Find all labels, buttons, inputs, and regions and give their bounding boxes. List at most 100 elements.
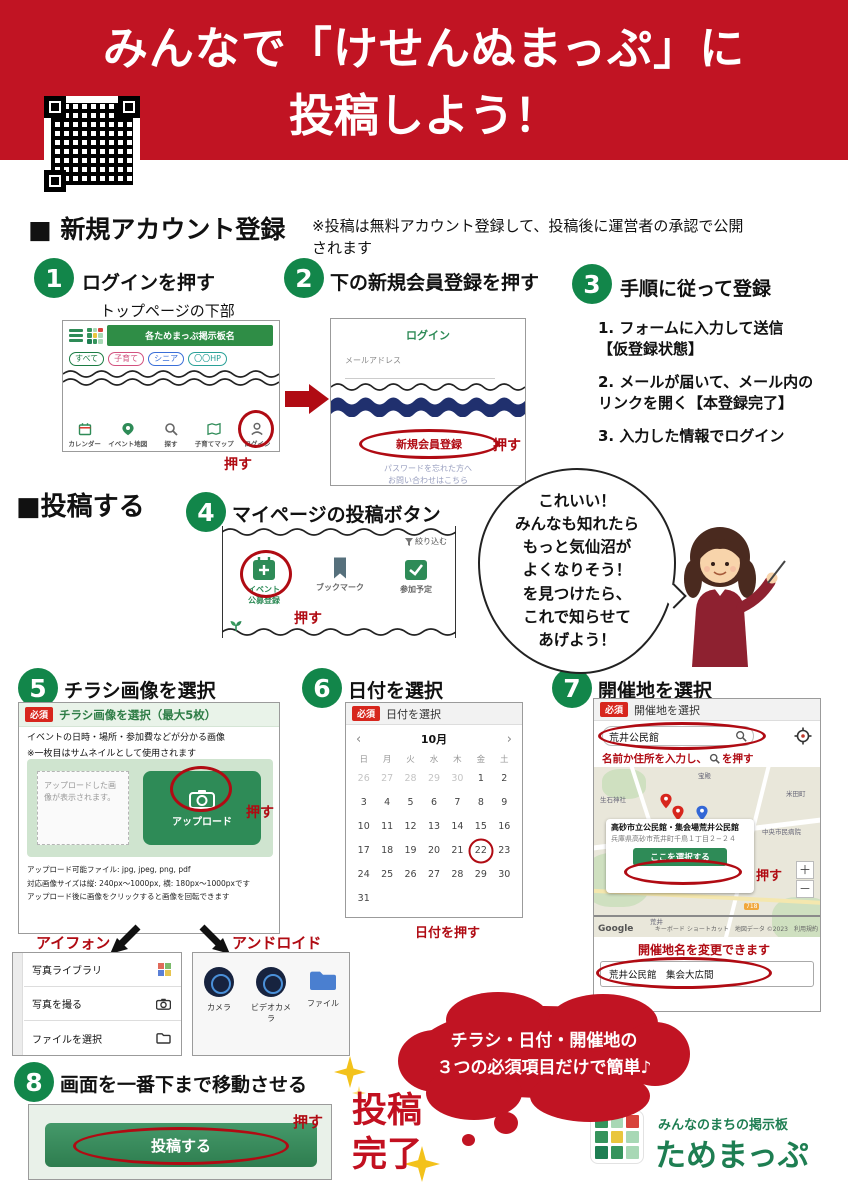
attend-button[interactable]: 参加予定: [385, 556, 447, 606]
menu-item-camera[interactable]: カメラ: [197, 967, 241, 1055]
calendar-day[interactable]: 26: [404, 869, 417, 880]
menu-item-choose-file[interactable]: ファイルを選択: [24, 1021, 181, 1055]
calendar-day[interactable]: 23: [498, 845, 511, 856]
speech-bubble: これいい！ みんなも知れたら もっと気仙沼が よくなりそう！ を見つけたら、 こ…: [478, 468, 676, 674]
zoom-in-button[interactable]: ＋: [796, 861, 814, 879]
register-note: ※投稿は無料アカウント登録して、投稿後に運営者の承認で公開 されます: [312, 217, 744, 257]
calendar-day[interactable]: 11: [381, 821, 394, 832]
required-badge: 必須: [352, 706, 381, 721]
calendar-day[interactable]: 12: [404, 821, 417, 832]
map-icon: [207, 422, 221, 436]
calendar-day[interactable]: 5: [407, 797, 414, 808]
prev-month-button[interactable]: ‹: [356, 731, 362, 747]
iphone-menu: 写真ライブラリ 写真を撮る ファイルを選択: [12, 952, 182, 1056]
calendar-day[interactable]: 14: [451, 821, 464, 832]
register-link[interactable]: 新規会員登録: [396, 438, 462, 451]
upload-preview-box: アップロードした画像が表示されます。: [37, 771, 129, 845]
filter-chip-kosodate[interactable]: 子育て: [108, 352, 145, 367]
nav-label: 子育てマップ: [194, 440, 234, 448]
post-section-heading: ■投稿する: [16, 492, 145, 522]
calendar-day[interactable]: 10: [357, 821, 370, 832]
nav-calendar[interactable]: カレンダー: [63, 422, 106, 448]
calendar-day[interactable]: 28: [404, 773, 417, 784]
calendar-day[interactable]: 8: [477, 797, 484, 808]
torn-edge-wave: [63, 370, 279, 387]
calendar-day[interactable]: 27: [427, 869, 441, 880]
menu-item-label: ファイルを選択: [32, 1034, 102, 1046]
nav-search[interactable]: 探す: [149, 422, 192, 448]
calendar-day[interactable]: 20: [427, 845, 441, 856]
nav-event-map[interactable]: イベント地図: [106, 422, 149, 448]
menu-item-take-photo[interactable]: 写真を撮る: [24, 987, 181, 1021]
calendar-day[interactable]: 3: [360, 797, 367, 808]
map-label-hospital: 中央市民病院: [762, 828, 801, 836]
calendar-day[interactable]: 31: [357, 893, 370, 904]
venue-search-input[interactable]: 荒井公民館: [602, 726, 754, 746]
forgot-password-link[interactable]: パスワードを忘れた方へ: [384, 464, 472, 473]
calendar-day[interactable]: 24: [357, 869, 370, 880]
post-complete-text: 投稿 完了: [352, 1091, 423, 1175]
action-label: イベント 公募登録: [248, 585, 280, 605]
zoom-out-button[interactable]: －: [796, 880, 814, 898]
calendar-day[interactable]: 29: [474, 869, 487, 880]
submit-button[interactable]: 投稿する: [45, 1123, 317, 1167]
filter-chip-hp[interactable]: 〇〇HP: [188, 352, 227, 367]
nav-login[interactable]: ログイン: [236, 422, 279, 448]
menu-item-camcorder[interactable]: ビデオカメラ: [249, 967, 293, 1055]
filter-label[interactable]: 絞り込む: [405, 536, 447, 547]
menu-item-label: カメラ: [207, 1003, 231, 1012]
nav-kosodate-map[interactable]: 子育てマップ: [193, 422, 236, 448]
filter-chip-senior[interactable]: シニア: [148, 352, 185, 367]
search-icon: [709, 753, 720, 764]
calendar-day[interactable]: 29: [427, 773, 441, 784]
menu-left-strip: [13, 953, 23, 1055]
screenshot-flyer-upload: 必須 チラシ画像を選択（最大5枚） イベントの日時・場所・参加費などが分かる画像…: [18, 702, 280, 934]
contact-link[interactable]: お問い合わせはこちら: [388, 476, 468, 485]
calendar-day[interactable]: 19: [404, 845, 417, 856]
torn-edge-wave: [222, 528, 456, 536]
calendar-day[interactable]: 26: [357, 773, 370, 784]
upload-button-label: アップロード: [172, 816, 232, 828]
menu-icon[interactable]: [69, 329, 83, 342]
hint-text: を押す: [722, 753, 754, 765]
step8-title: 画面を一番下まで移動させる: [60, 1074, 308, 1096]
next-month-button[interactable]: ›: [506, 731, 512, 747]
gps-target-icon[interactable]: [794, 727, 812, 745]
calendar-day-selected[interactable]: 22: [469, 839, 492, 863]
calendar-day[interactable]: 4: [384, 797, 391, 808]
venue-name-field[interactable]: 荒井公民館 集会大広間: [600, 961, 814, 987]
map-view[interactable]: 生石神社 宝殿 米田町 中央市民病院 荒井 718 高砂市立公民館・集会場荒井公…: [594, 767, 820, 937]
calendar-day[interactable]: 27: [381, 773, 394, 784]
menu-item-files[interactable]: ファイル: [301, 967, 345, 1055]
filter-chip-all[interactable]: すべて: [69, 352, 105, 367]
event-register-button[interactable]: イベント 公募登録: [233, 556, 295, 606]
select-here-button[interactable]: ここを選択する: [633, 848, 727, 866]
menu-item-photo-library[interactable]: 写真ライブラリ: [24, 953, 181, 987]
calendar-day[interactable]: 9: [501, 797, 508, 808]
calendar-check-icon: [405, 560, 427, 580]
email-input[interactable]: [345, 367, 495, 379]
upload-button[interactable]: アップロード: [143, 771, 261, 845]
search-icon: [165, 423, 178, 436]
upload-panel-title: チラシ画像を選択（最大5枚）: [59, 707, 217, 722]
calendar-day[interactable]: 30: [498, 869, 511, 880]
nav-label: ログイン: [244, 440, 271, 448]
torn-edge-wave: [222, 628, 456, 636]
search-icon[interactable]: [735, 730, 747, 742]
calendar-day[interactable]: 18: [381, 845, 394, 856]
calendar-day[interactable]: 1: [477, 773, 484, 784]
calendar-day[interactable]: 15: [474, 821, 487, 832]
calendar-day[interactable]: 21: [451, 845, 464, 856]
calendar-day[interactable]: 2: [501, 773, 508, 784]
calendar-day[interactable]: 28: [451, 869, 464, 880]
calendar-day[interactable]: 25: [381, 869, 394, 880]
calendar-day[interactable]: 17: [357, 845, 370, 856]
menu-item-label: 写真を撮る: [32, 1000, 82, 1011]
calendar-day[interactable]: 30: [451, 773, 464, 784]
screenshot-venue-picker: 必須 開催地を選択 荒井公民館 名前か住所を入力し、 を押す: [593, 698, 821, 1012]
calendar-day[interactable]: 13: [427, 821, 441, 832]
calendar-day[interactable]: 16: [498, 821, 511, 832]
calendar-day[interactable]: 7: [454, 797, 461, 808]
calendar-day[interactable]: 6: [430, 797, 438, 808]
bookmark-button[interactable]: ブックマーク: [309, 556, 371, 606]
